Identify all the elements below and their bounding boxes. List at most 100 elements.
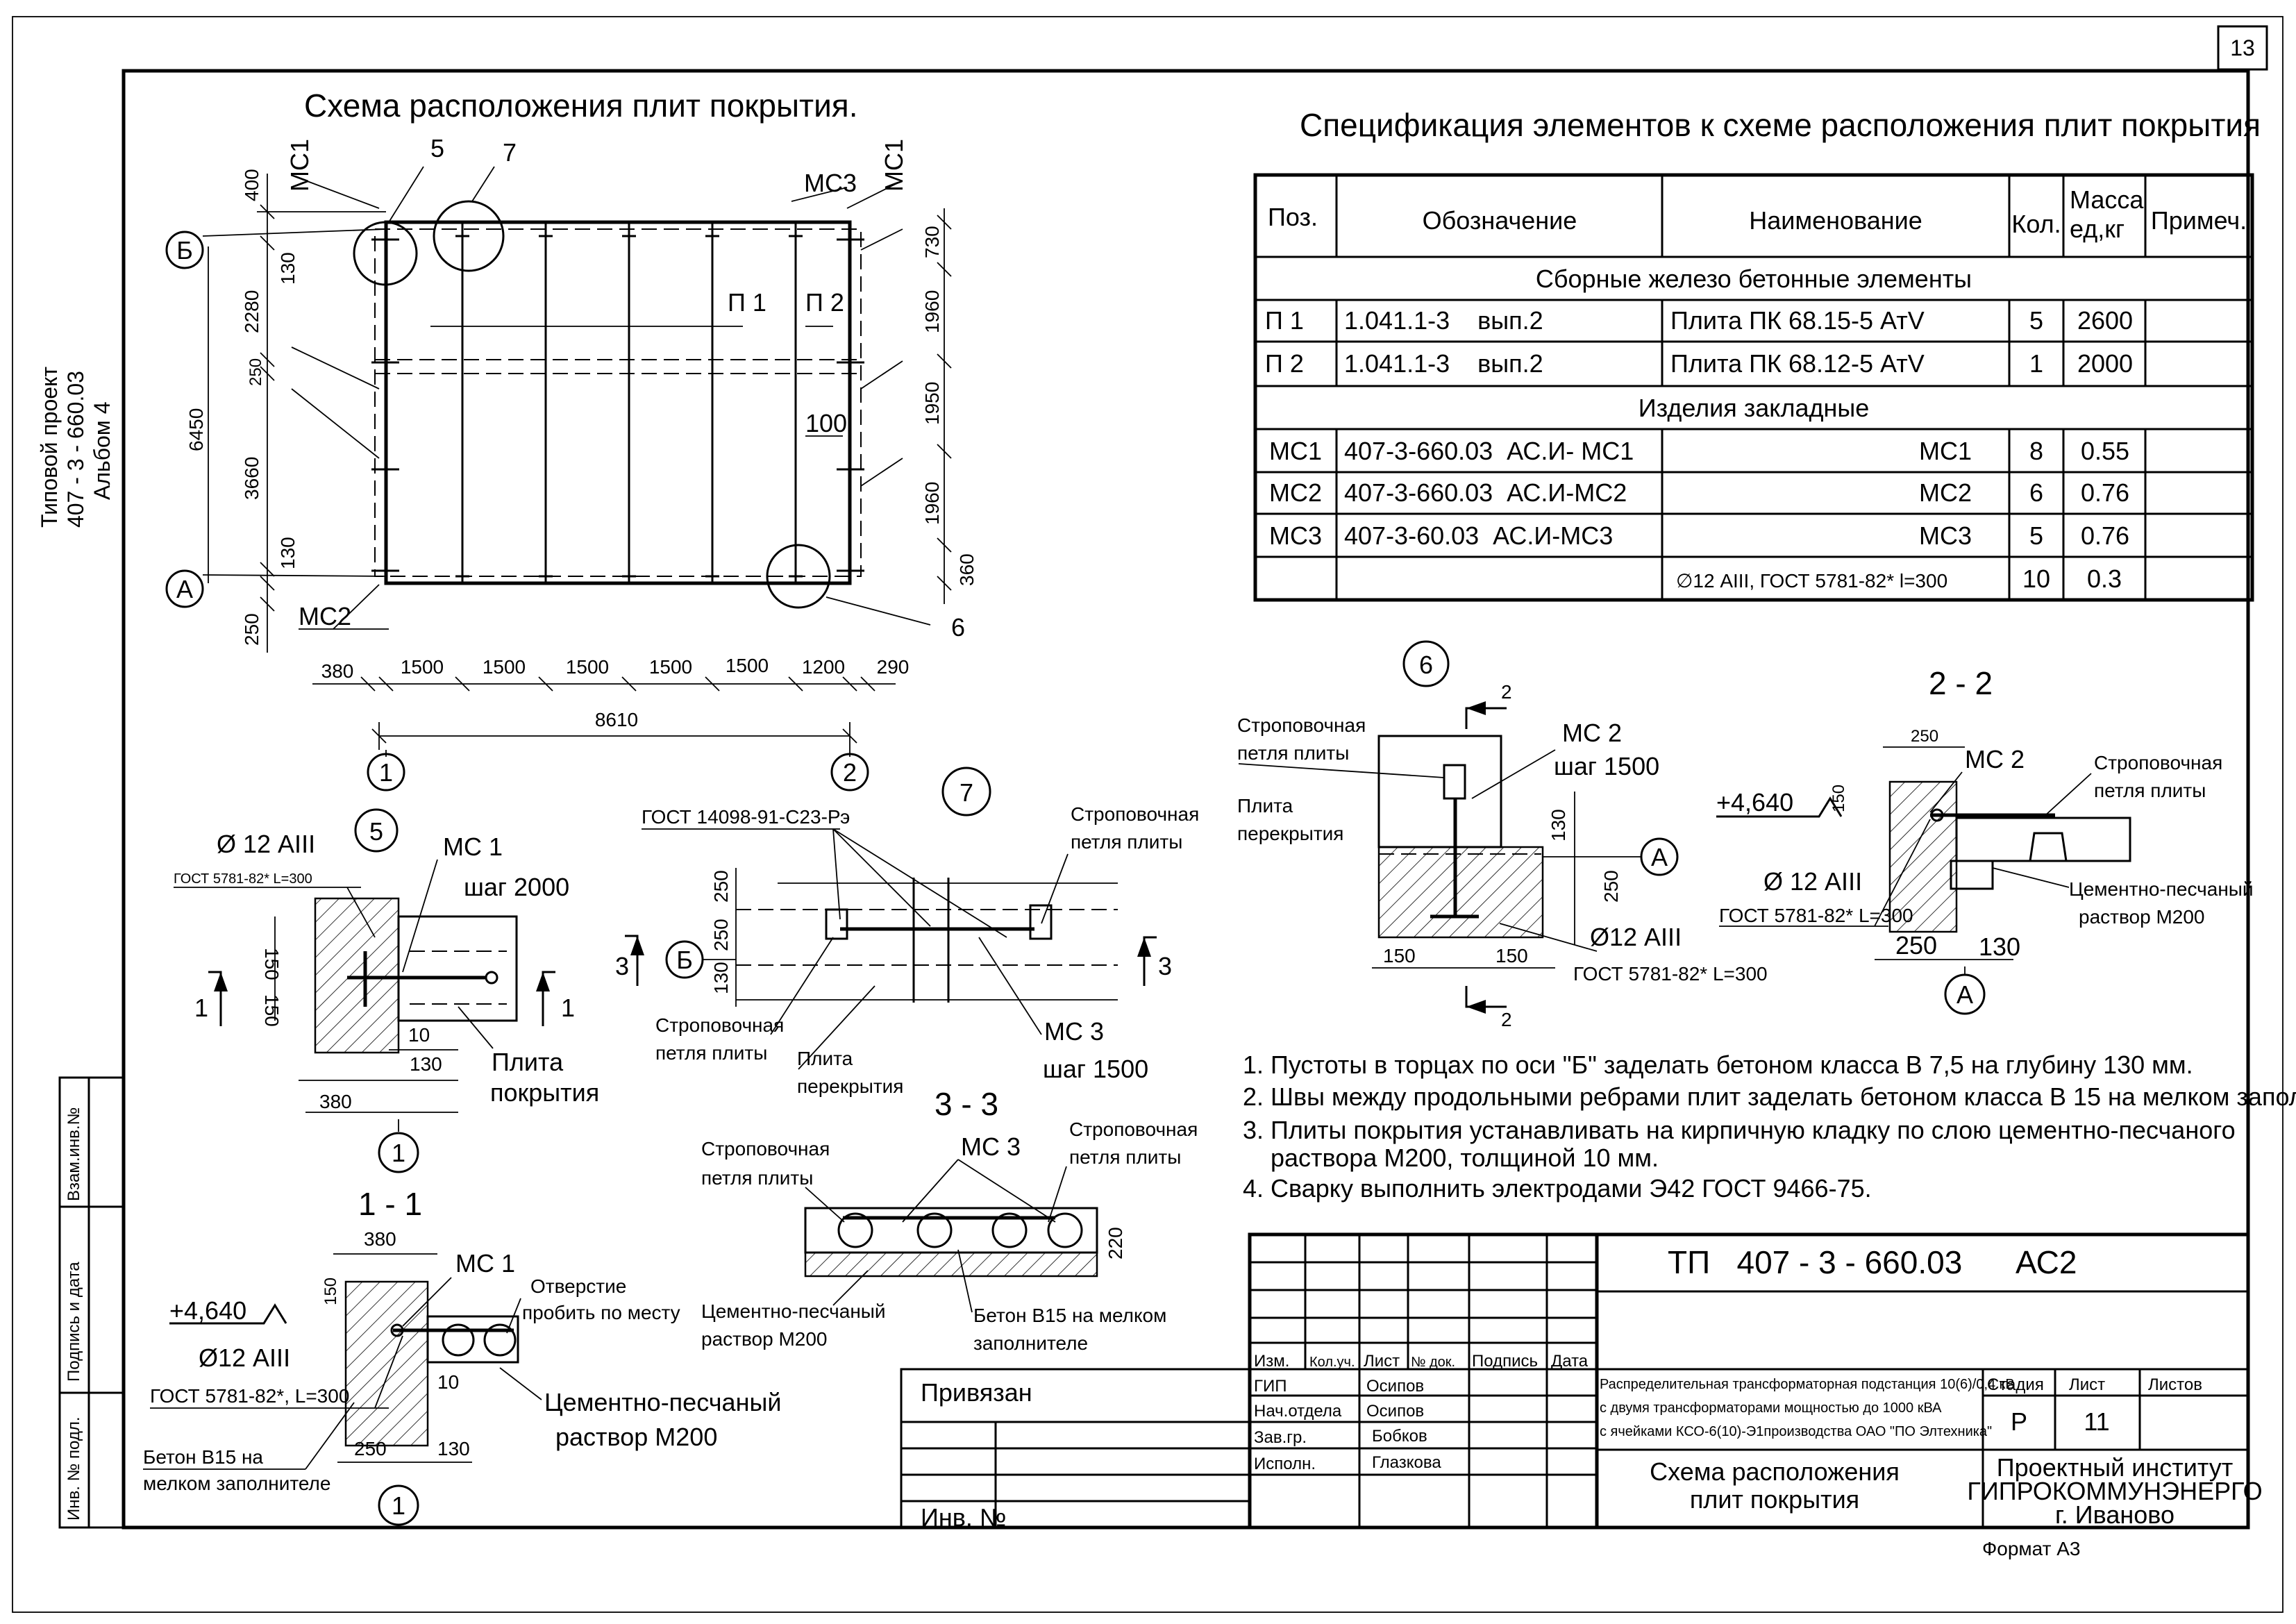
svg-text:МС 2: МС 2 (1965, 745, 2025, 773)
svg-text:100: 100 (805, 409, 847, 437)
svg-text:+4,640: +4,640 (169, 1296, 246, 1325)
svg-text:пробить по месту: пробить по месту (522, 1302, 680, 1323)
svg-text:Строповочная: Строповочная (1069, 1119, 1198, 1140)
svg-text:130: 130 (1548, 809, 1569, 842)
svg-text:Изм.: Изм. (1254, 1352, 1289, 1371)
svg-text:250: 250 (1911, 727, 1938, 746)
side-project-label: Типовой проект 407 - 3 - 660.03 Альбом 4 (37, 367, 115, 528)
svg-text:МС1: МС1 (1269, 437, 1322, 465)
svg-text:МС3: МС3 (804, 169, 857, 197)
svg-text:2 - 2: 2 - 2 (1929, 665, 1993, 701)
svg-text:407-3-660.03 АС.И- МС1: 407-3-660.03 АС.И- МС1 (1344, 437, 1634, 465)
svg-text:Инв. № подл.: Инв. № подл. (65, 1417, 83, 1521)
svg-text:раствора М200, толщиной 10 мм.: раствора М200, толщиной 10 мм. (1243, 1144, 1659, 1172)
svg-text:130: 130 (277, 537, 299, 569)
svg-text:Р: Р (2011, 1407, 2027, 1436)
svg-text:Наименование: Наименование (1749, 206, 1922, 235)
svg-text:130: 130 (277, 252, 299, 285)
svg-text:Отверстие: Отверстие (530, 1275, 626, 1297)
svg-text:ГОСТ 14098-91-С23-Рэ: ГОСТ 14098-91-С23-Рэ (642, 806, 850, 828)
svg-text:407 - 3 - 660.03: 407 - 3 - 660.03 (63, 371, 88, 528)
svg-text:Исполн.: Исполн. (1254, 1455, 1316, 1473)
svg-text:5: 5 (2029, 521, 2043, 550)
svg-text:Масса: Масса (2070, 185, 2144, 214)
svg-text:Подпись и дата: Подпись и дата (65, 1262, 83, 1382)
svg-text:407-3-60.03 АС.И-МС3: 407-3-60.03 АС.И-МС3 (1344, 521, 1613, 550)
svg-text:150: 150 (1829, 785, 1848, 812)
svg-text:Листов: Листов (2148, 1375, 2202, 1394)
svg-text:Альбом 4: Альбом 4 (90, 402, 115, 501)
svg-text:заполнителе: заполнителе (973, 1332, 1088, 1354)
section-2-2: 2 - 2 250 МС 2 Строповочная петля плиты … (1716, 665, 2254, 1015)
svg-text:Кол.уч.: Кол.уч. (1309, 1355, 1355, 1370)
svg-text:Б: Б (676, 946, 693, 974)
svg-text:Распределительная трансформато: Распределительная трансформаторная подст… (1600, 1377, 2015, 1392)
svg-text:Зав.гр.: Зав.гр. (1254, 1428, 1307, 1447)
svg-text:перекрытия: перекрытия (797, 1075, 903, 1097)
svg-text:МС 1: МС 1 (443, 832, 503, 861)
svg-text:Стадия: Стадия (1987, 1375, 2044, 1394)
svg-text:Плита: Плита (492, 1048, 564, 1076)
svg-text:380: 380 (364, 1228, 396, 1250)
svg-text:шаг 1500: шаг 1500 (1043, 1055, 1148, 1083)
svg-text:2000: 2000 (2077, 349, 2133, 378)
svg-text:Взам.инв.№: Взам.инв.№ (65, 1107, 83, 1201)
svg-text:2: 2 (843, 758, 857, 787)
svg-text:плит покрытия: плит покрытия (1690, 1485, 1859, 1514)
svg-text:360: 360 (956, 553, 978, 586)
svg-text:5: 5 (369, 817, 383, 846)
svg-text:ГИП: ГИП (1254, 1377, 1287, 1396)
svg-text:220: 220 (1105, 1227, 1126, 1259)
svg-text:МС1: МС1 (285, 139, 314, 192)
svg-text:Сборные железо бетонные элемен: Сборные железо бетонные элементы (1536, 265, 1972, 293)
svg-text:10: 10 (2022, 564, 2050, 593)
svg-text:6: 6 (2029, 478, 2043, 507)
svg-text:0.55: 0.55 (2081, 437, 2129, 465)
svg-text:шаг 1500: шаг 1500 (1554, 752, 1659, 780)
svg-text:0.76: 0.76 (2081, 478, 2129, 507)
svg-text:А: А (176, 575, 193, 603)
svg-text:г. Иваново: г. Иваново (2055, 1500, 2175, 1529)
svg-text:150: 150 (321, 1278, 340, 1305)
svg-text:Б: Б (176, 236, 193, 265)
svg-text:ед,кг: ед,кг (2070, 215, 2125, 243)
svg-text:ГОСТ 5781-82*, L=300: ГОСТ 5781-82*, L=300 (150, 1385, 349, 1407)
svg-text:3660: 3660 (241, 457, 262, 500)
svg-text:П 1: П 1 (728, 288, 766, 317)
svg-text:петля плиты: петля плиты (655, 1042, 767, 1064)
svg-text:Примеч.: Примеч. (2151, 206, 2247, 235)
svg-text:5: 5 (2029, 306, 2043, 335)
svg-text:7: 7 (503, 138, 517, 167)
svg-text:Ø 12 АIII: Ø 12 АIII (1763, 867, 1862, 896)
svg-text:Ø 12 АIII: Ø 12 АIII (217, 830, 315, 858)
svg-text:10: 10 (437, 1371, 459, 1393)
svg-text:Строповочная: Строповочная (701, 1138, 830, 1160)
svg-text:1500: 1500 (483, 656, 526, 678)
svg-text:ГОСТ 5781-82* L=300: ГОСТ 5781-82* L=300 (174, 871, 312, 887)
outer-frame (12, 16, 2284, 1613)
sheet-number: 13 (2230, 35, 2255, 60)
svg-text:П 2: П 2 (1265, 349, 1304, 378)
svg-text:130: 130 (410, 1053, 442, 1075)
svg-text:раствор М200: раствор М200 (701, 1328, 828, 1350)
spec-table: Спецификация элементов к схеме расположе… (1253, 107, 2261, 602)
svg-text:Строповочная: Строповочная (1237, 714, 1366, 736)
svg-text:250: 250 (354, 1438, 387, 1459)
svg-text:Проектный институт: Проектный институт (1997, 1453, 2233, 1482)
svg-text:петля плиты: петля плиты (2094, 780, 2206, 801)
svg-text:№ док.: № док. (1411, 1355, 1455, 1370)
svg-text:перекрытия: перекрытия (1237, 823, 1343, 844)
notes: 1. Пустоты в торцах по оси "Б" заделать … (1243, 1050, 2296, 1203)
svg-text:1: 1 (392, 1139, 405, 1167)
svg-text:2. Швы между продольными ребра: 2. Швы между продольными ребрами плит за… (1243, 1082, 2296, 1111)
svg-text:МС 3: МС 3 (961, 1132, 1021, 1161)
svg-text:250: 250 (710, 919, 732, 951)
svg-text:Лист: Лист (2069, 1375, 2105, 1394)
svg-text:∅12 АIII, ГОСТ 5781-82* l=300: ∅12 АIII, ГОСТ 5781-82* l=300 (1676, 570, 1947, 592)
svg-text:Привязан: Привязан (921, 1378, 1032, 1407)
svg-text:8610: 8610 (595, 709, 638, 730)
svg-text:1: 1 (561, 994, 575, 1022)
svg-text:Обозначение: Обозначение (1423, 206, 1577, 235)
plan-title: Схема расположения плит покрытия. (304, 87, 858, 124)
svg-text:Инв. №: Инв. № (921, 1503, 1007, 1532)
